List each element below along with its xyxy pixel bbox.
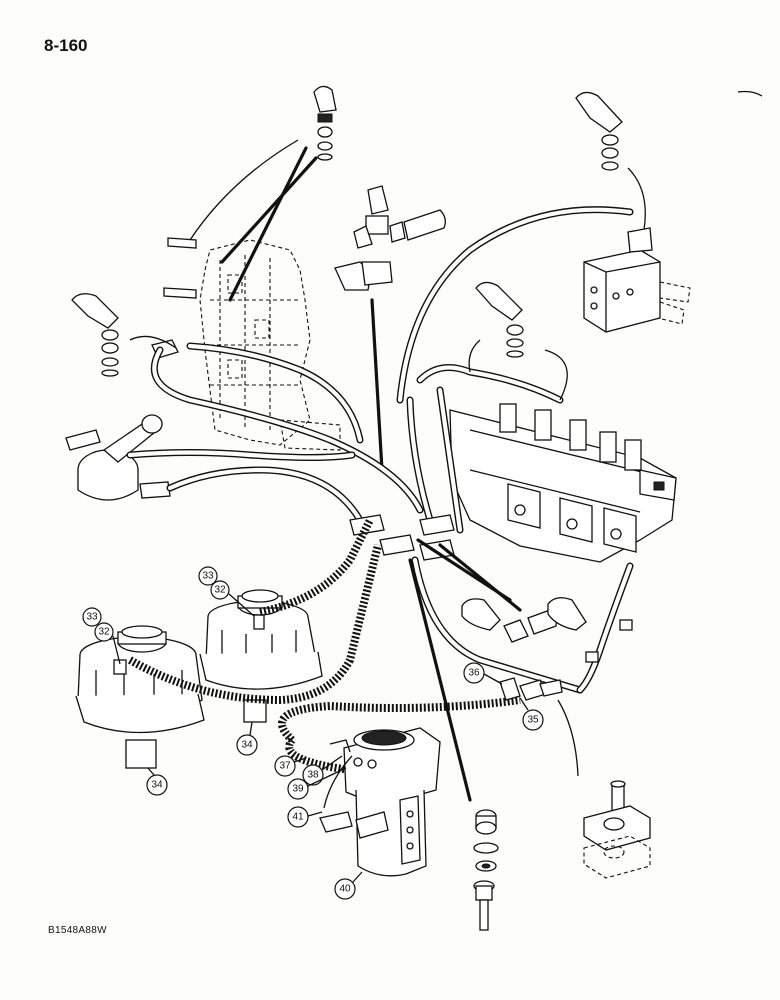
swing-pedal-valve — [65, 414, 171, 501]
callout-38: 38 — [302, 764, 324, 786]
pilot-tubes — [150, 342, 424, 514]
swing-motor-lower — [75, 625, 205, 769]
leader-34-mid — [249, 721, 253, 736]
callout-32-left: 32 — [94, 622, 114, 642]
leader-34-left — [147, 767, 155, 776]
leader-32-left — [112, 635, 121, 665]
line-top-3 — [189, 139, 299, 241]
page-number: 8-160 — [44, 36, 88, 55]
line-diag-2 — [438, 543, 522, 612]
svg-text:33: 33 — [86, 612, 98, 623]
rotary-swivel-joint — [319, 727, 441, 877]
tube-fittings-upper-left — [151, 237, 197, 359]
svg-text:33: 33 — [202, 571, 214, 582]
tube-clamps-right — [585, 619, 633, 663]
leader-37 — [293, 757, 307, 763]
svg-text:35: 35 — [527, 715, 539, 726]
svg-text:34: 34 — [151, 780, 163, 791]
leader-39 — [307, 767, 347, 787]
callout-32-top: 32 — [210, 580, 230, 600]
fitting-stack-left — [71, 293, 119, 377]
main-control-valve-bank — [449, 403, 677, 563]
svg-text:40: 40 — [339, 884, 351, 895]
line-to-bolt — [408, 558, 472, 802]
valve-bank-hoses — [406, 339, 568, 534]
cone-fittings-mid — [461, 597, 587, 643]
tee-fitting — [334, 185, 446, 291]
line-left-small — [129, 335, 177, 349]
callout-36: 36 — [463, 662, 485, 684]
leader-36 — [483, 673, 503, 685]
line-41 — [323, 755, 353, 809]
svg-text:38: 38 — [307, 770, 319, 781]
fitting-stack-right — [575, 91, 623, 171]
tube-right-side-inner — [577, 563, 633, 693]
drawing-code: B1548A88W — [48, 925, 107, 936]
bolt-washer-stack — [473, 809, 499, 931]
svg-text:32: 32 — [98, 627, 110, 638]
callout-33-top: 33 — [198, 566, 218, 586]
leader-38 — [321, 755, 343, 771]
pilot-control-valve — [199, 239, 341, 451]
line-right-top — [627, 167, 646, 231]
leader-40 — [352, 871, 363, 883]
callout-33-left: 33 — [82, 607, 102, 627]
tube-clamp — [583, 780, 651, 879]
callout-37: 37 — [274, 755, 296, 777]
svg-text:34: 34 — [241, 740, 253, 751]
line-38 — [329, 739, 351, 753]
manifold-block — [583, 227, 691, 333]
callout-34-mid: 34 — [236, 734, 258, 756]
corner-mark — [737, 90, 763, 97]
hose-pedal-1-inner — [167, 467, 363, 523]
leader-35 — [519, 697, 529, 711]
callout-41: 41 — [287, 806, 309, 828]
svg-text:37: 37 — [279, 761, 291, 772]
svg-text:36: 36 — [468, 668, 480, 679]
svg-text:41: 41 — [292, 812, 304, 823]
line-top-2 — [220, 156, 318, 264]
svg-text:39: 39 — [292, 784, 304, 795]
fittings-35-36 — [499, 677, 563, 701]
braided-hoses — [128, 518, 521, 774]
hose-pedal-2-inner — [127, 450, 355, 460]
callout-39: 39 — [287, 778, 309, 800]
callout-35: 35 — [522, 709, 544, 731]
line-top-1 — [228, 146, 308, 302]
fitting-stack-top — [313, 85, 337, 161]
line-tee-down — [370, 298, 384, 472]
line-right-lower — [557, 699, 579, 777]
fitting-stack-center — [475, 281, 524, 358]
svg-text:32: 32 — [214, 585, 226, 596]
leader-41 — [307, 811, 323, 817]
hose-manifold-inner — [397, 207, 633, 403]
callout-40: 40 — [334, 878, 356, 900]
swing-motor-upper — [199, 589, 323, 723]
tube-return-inner — [412, 557, 583, 693]
leader-32-top — [228, 593, 255, 617]
callout-34-left: 34 — [146, 774, 168, 796]
